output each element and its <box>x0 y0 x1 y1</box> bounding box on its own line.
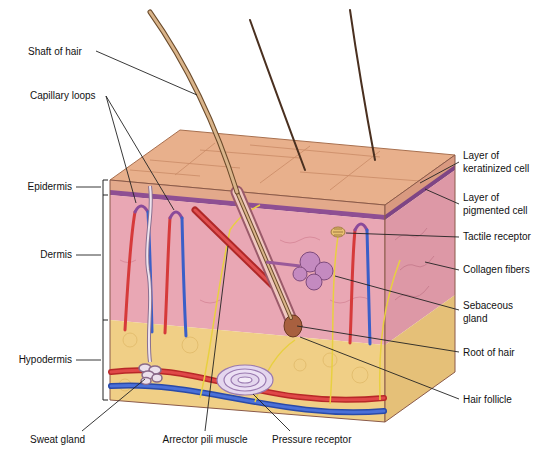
sebaceous-gland <box>266 252 333 290</box>
pressure-receptor <box>231 373 259 387</box>
sebaceous-gland <box>266 262 300 266</box>
hair-follicle <box>237 192 292 322</box>
leader-line <box>76 255 101 256</box>
sebaceous-gland <box>306 274 322 290</box>
part-label: Shaft of hair <box>28 46 82 59</box>
leader-line <box>82 379 145 431</box>
sweat-gland <box>147 186 151 362</box>
pressure-receptor <box>224 369 266 391</box>
leader-line <box>106 96 174 210</box>
layer-bracket <box>103 195 108 320</box>
hair-shaft <box>150 10 375 192</box>
capillary-loops <box>367 230 370 344</box>
skin-front-face <box>119 333 368 391</box>
leader-line <box>425 262 459 270</box>
part-label: Dermis <box>40 249 72 262</box>
leader-line <box>76 360 101 361</box>
pressure-receptor <box>217 365 273 395</box>
capillary-loops <box>170 212 182 218</box>
skin-front-face <box>294 359 306 371</box>
hair-follicle <box>237 192 302 337</box>
skin-front-face <box>110 180 385 422</box>
part-label: Root of hair <box>463 347 515 360</box>
part-label: Capillary loops <box>30 90 96 103</box>
tactile-receptor <box>331 227 345 237</box>
sweat-gland <box>139 186 162 385</box>
hair-follicle <box>237 192 291 318</box>
layer-bracket <box>103 320 108 400</box>
tactile-receptor <box>333 229 343 235</box>
leader-line <box>76 187 101 188</box>
skin-side-face <box>385 295 455 422</box>
sweat-gland <box>152 374 162 382</box>
part-label: Layer of keratinized cell <box>463 150 543 175</box>
hair-follicle <box>237 192 292 322</box>
part-label: Sweat gland <box>30 434 85 447</box>
leader-line <box>335 276 459 310</box>
nerve-fibers <box>330 236 338 404</box>
tactile-receptor <box>331 227 345 237</box>
skin-side-face <box>395 228 434 300</box>
capillary-loops <box>165 218 170 333</box>
skin-front-face <box>120 237 370 303</box>
nerve-fibers <box>380 260 400 400</box>
hair-follicle <box>237 192 291 318</box>
leader-line <box>76 51 459 431</box>
skin-side-face <box>385 155 455 422</box>
leader-line <box>106 96 136 203</box>
layer-bracket <box>103 180 108 400</box>
leader-line <box>205 246 228 431</box>
capillary-loops <box>135 206 148 212</box>
skin-front-face <box>110 320 385 422</box>
capillary-loops <box>355 224 367 230</box>
skin-front-face <box>110 180 385 422</box>
capillary-loops <box>125 212 135 330</box>
layer-bracket <box>103 180 108 195</box>
part-label: Collagen fibers <box>463 264 530 277</box>
hair-shaft <box>250 20 305 170</box>
part-label: Hair follicle <box>463 394 512 407</box>
part-label: Layer of pigmented cell <box>463 192 543 217</box>
skin-side-face <box>385 155 455 422</box>
skin-front-face <box>323 353 337 367</box>
capillary-loops <box>350 230 355 343</box>
pressure-receptor <box>217 365 273 395</box>
sebaceous-gland <box>293 267 307 281</box>
capillary-loops <box>182 218 186 336</box>
part-label: Tactile receptor <box>463 231 531 244</box>
sweat-gland <box>147 186 151 362</box>
skin-front-face <box>352 367 368 383</box>
leader-line <box>300 337 459 399</box>
leader-line <box>425 189 459 204</box>
leader-line <box>297 326 459 352</box>
skin-surface <box>130 143 420 190</box>
skin-front-face <box>182 337 198 353</box>
part-label: Hypodermis <box>19 354 72 367</box>
leader-line <box>253 394 290 431</box>
part-label: Arrector pili muscle <box>162 434 247 447</box>
leader-line <box>96 51 197 95</box>
hair-shaft <box>350 10 375 160</box>
hair-shaft <box>150 12 237 192</box>
leader-line <box>420 162 459 183</box>
hair-shaft <box>150 12 237 192</box>
nerve-fibers <box>200 205 400 404</box>
part-label: Pressure receptor <box>272 434 351 447</box>
pressure-receptor <box>238 377 252 383</box>
leader-line <box>346 233 459 237</box>
skin-front-face <box>123 333 137 347</box>
part-label: Sebaceous gland <box>463 300 523 325</box>
part-label: Epidermis <box>28 181 72 194</box>
